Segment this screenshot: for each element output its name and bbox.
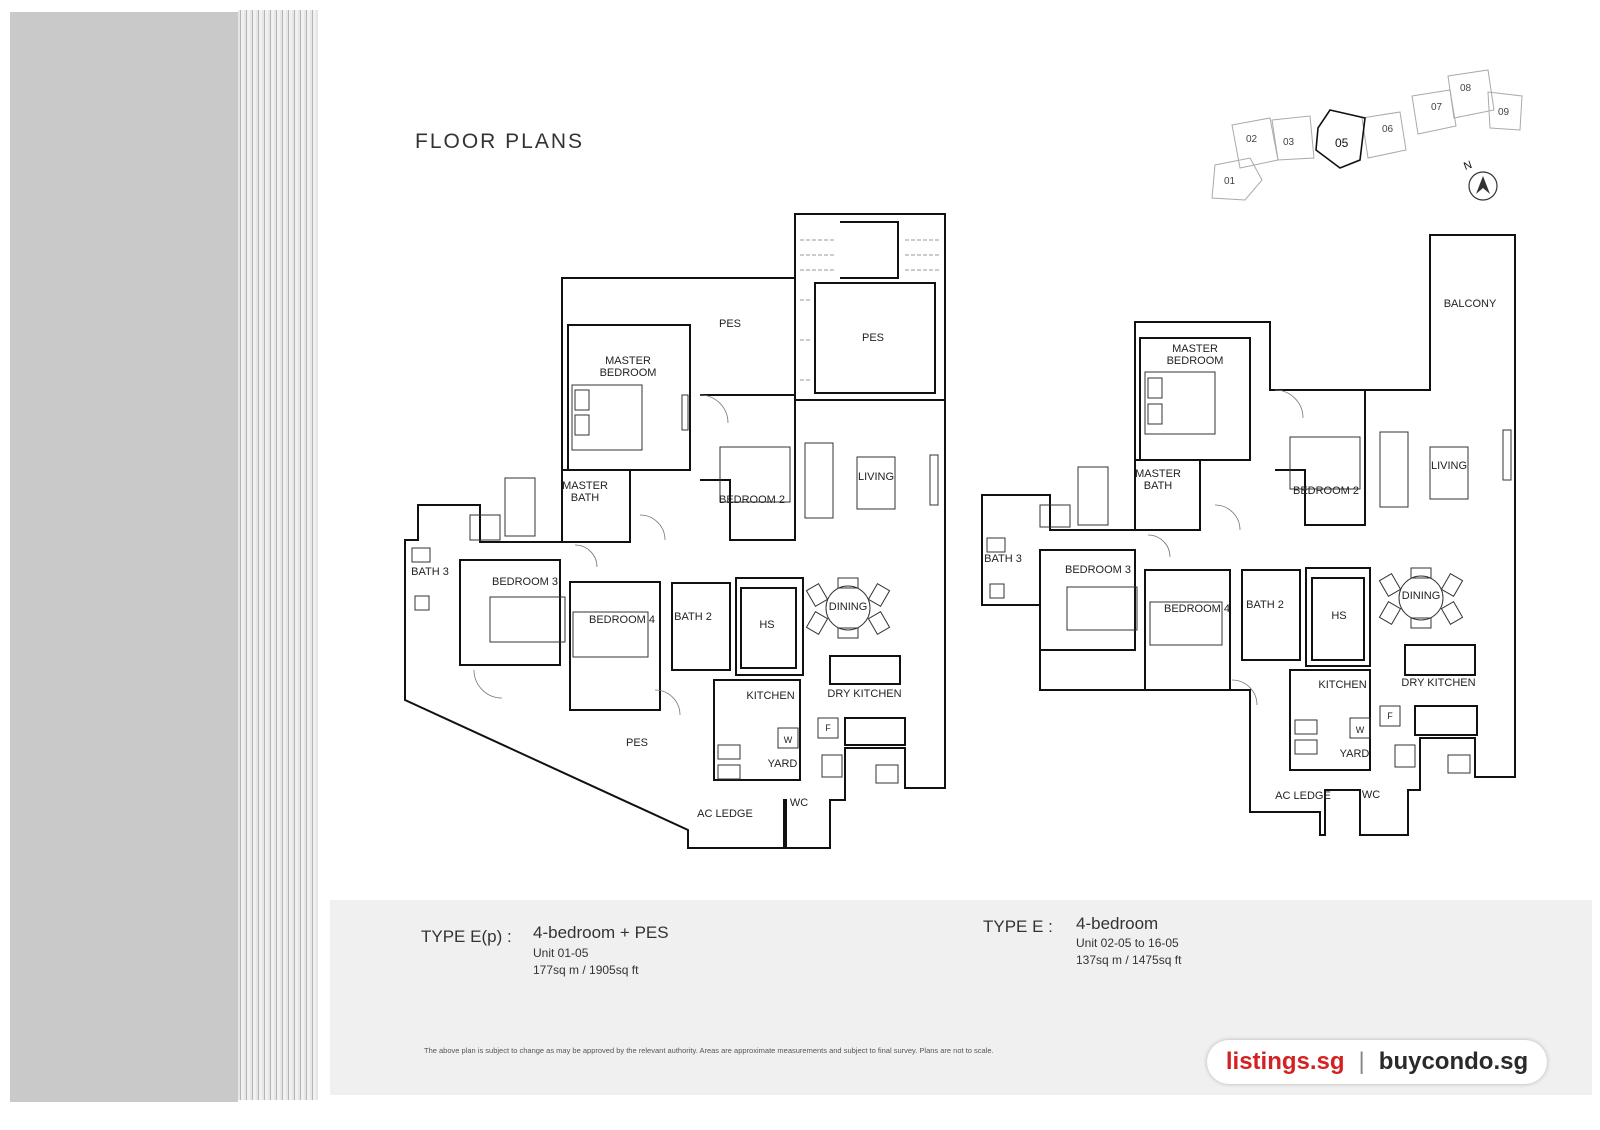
room-pes-pool: PES (861, 332, 884, 344)
type-e-unit: Unit 02-05 to 16-05 (1076, 936, 1179, 950)
room-bath-3: BATH 3 (411, 566, 449, 578)
type-ep-area: 177sq m / 1905sq ft (533, 963, 639, 977)
room-kitchen: KITCHEN (1318, 679, 1367, 691)
watermark-separator: | (1358, 1048, 1365, 1075)
room-ac-ledge: AC LEDGE (1275, 790, 1331, 802)
room-dining: DINING (1401, 590, 1441, 602)
page-edges (238, 10, 318, 1100)
room-bedroom-2: BEDROOM 2 (718, 494, 785, 506)
room-master-bedroom: MASTER BEDROOM (1166, 343, 1224, 367)
keyplan-unit-02: 02 (1246, 134, 1258, 145)
room-master-bath: MASTER BATH (562, 480, 608, 504)
watermark-badge: listings.sg | buycondo.sg (1207, 1040, 1547, 1084)
keyplan-unit-06: 06 (1382, 124, 1394, 135)
room-bedroom-3: BEDROOM 3 (1064, 564, 1131, 576)
room-balcony: BALCONY (1443, 298, 1497, 310)
room-pes-top: PES (718, 318, 741, 330)
keyplan-unit-08: 08 (1460, 83, 1472, 94)
keyplan-unit-09: 09 (1498, 107, 1510, 118)
type-ep-label: TYPE E(p) : (421, 927, 512, 946)
type-ep-unit: Unit 01-05 (533, 946, 589, 960)
room-bedroom-4: BEDROOM 4 (1163, 603, 1230, 615)
room-yard: YARD (767, 758, 798, 770)
disclaimer-text: The above plan is subject to change as m… (424, 1046, 994, 1055)
room-bedroom-4: BEDROOM 4 (588, 614, 655, 626)
type-e-area: 137sq m / 1475sq ft (1076, 953, 1182, 967)
room-dining: DINING (828, 601, 868, 613)
fridge-symbol: F (1387, 711, 1393, 721)
page-title: FLOOR PLANS (415, 130, 585, 153)
room-bedroom-2: BEDROOM 2 (1292, 485, 1359, 497)
room-dry-kitchen: DRY KITCHEN (827, 688, 902, 700)
watermark-listings: listings.sg (1225, 1048, 1345, 1075)
room-living: LIVING (857, 471, 895, 483)
type-e-label: TYPE E : (983, 917, 1053, 936)
keyplan-unit-03: 03 (1283, 137, 1295, 148)
washer-symbol: W (1355, 725, 1365, 735)
washer-symbol: W (783, 735, 793, 745)
room-bedroom-3: BEDROOM 3 (491, 576, 558, 588)
keyplan-unit-05: 05 (1335, 136, 1349, 150)
room-master-bath: MASTER BATH (1135, 468, 1181, 492)
room-hs: HS (759, 619, 775, 631)
book-spine (10, 12, 238, 1102)
room-wc: WC (1361, 789, 1381, 801)
room-living: LIVING (1430, 460, 1468, 472)
room-kitchen: KITCHEN (746, 690, 795, 702)
room-bath-2: BATH 2 (674, 611, 712, 623)
room-wc: WC (789, 797, 809, 809)
type-e-description: 4-bedroom (1076, 914, 1159, 933)
room-bath-2: BATH 2 (1246, 599, 1284, 611)
room-master-bedroom: MASTER BEDROOM (599, 355, 657, 379)
watermark-buycondo: buycondo.sg (1378, 1048, 1529, 1075)
keyplan-unit-01: 01 (1224, 176, 1236, 187)
room-bath-3: BATH 3 (984, 553, 1022, 565)
room-dry-kitchen: DRY KITCHEN (1401, 677, 1476, 689)
room-pes-bottom: PES (625, 737, 648, 749)
room-hs: HS (1331, 610, 1347, 622)
type-ep-description: 4-bedroom + PES (533, 923, 669, 942)
room-yard: YARD (1339, 748, 1370, 760)
keyplan-unit-07: 07 (1431, 102, 1443, 113)
fridge-symbol: F (825, 723, 831, 733)
room-ac-ledge: AC LEDGE (697, 808, 753, 820)
